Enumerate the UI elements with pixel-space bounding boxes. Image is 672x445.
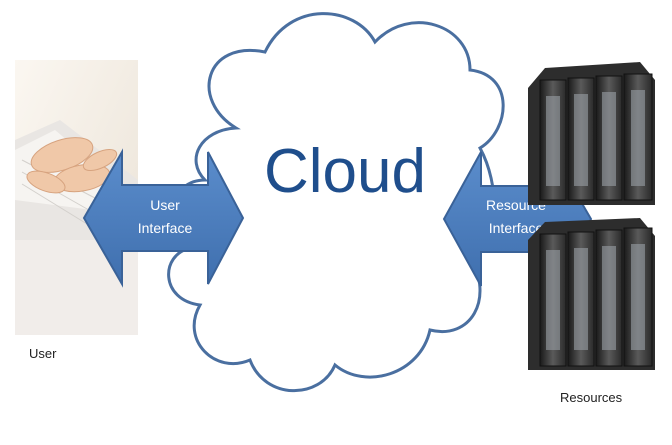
server-rack-bottom	[528, 218, 655, 370]
user-interface-label-line2: Interface	[138, 220, 193, 236]
cloud-shape	[167, 12, 505, 393]
user-caption: User	[29, 346, 57, 361]
user-interface-arrow: User Interface	[82, 148, 245, 288]
typing-hands	[26, 137, 118, 194]
resource-interface-label-line2: Interface	[489, 220, 544, 236]
user-interface-label-line1: User	[150, 197, 180, 213]
server-rack-top	[528, 62, 655, 205]
cloud-label: Cloud	[264, 137, 426, 206]
resources-caption: Resources	[560, 390, 623, 405]
user-photo	[15, 60, 138, 335]
